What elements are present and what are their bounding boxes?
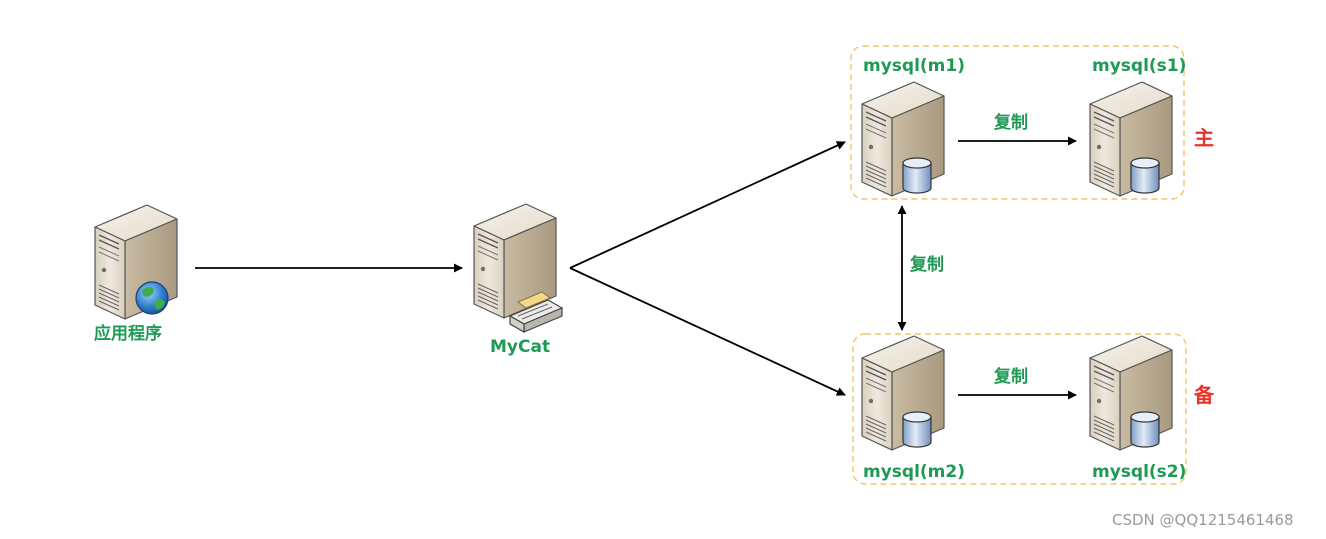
network-device-icon	[508, 291, 564, 334]
m2-label: mysql(m2)	[863, 462, 965, 482]
edge-label-m1-s1: 复制	[994, 113, 1028, 133]
m1-label: mysql(m1)	[863, 56, 965, 76]
edge-label-m1-m2: 复制	[910, 255, 944, 275]
database-icon	[1130, 157, 1160, 194]
proxy-server-icon	[473, 203, 564, 334]
app-label: 应用程序	[94, 324, 162, 344]
database-icon	[902, 157, 932, 194]
s1-label: mysql(s1)	[1092, 56, 1187, 76]
mycat-label: MyCat	[490, 337, 551, 357]
database-icon	[1130, 411, 1160, 448]
database-server-icon-s2	[1089, 335, 1173, 451]
database-icon	[902, 411, 932, 448]
primary-group-box	[850, 45, 1185, 200]
s2-label: mysql(s2)	[1092, 462, 1187, 482]
web-server-globe-icon	[94, 204, 178, 320]
edge-mycat-to-m2	[569, 267, 846, 396]
primary-role-label: 主	[1194, 126, 1214, 150]
watermark: CSDN @QQ1215461468	[1112, 511, 1294, 529]
database-server-icon-s1	[1089, 81, 1173, 197]
edge-label-m2-s2: 复制	[994, 367, 1028, 387]
edge-mycat-to-m1	[569, 141, 846, 269]
standby-group-box	[852, 333, 1187, 485]
database-server-icon-m2	[861, 335, 945, 451]
globe-icon	[135, 281, 169, 315]
database-server-icon-m1	[861, 81, 945, 197]
standby-role-label: 备	[1194, 383, 1214, 407]
